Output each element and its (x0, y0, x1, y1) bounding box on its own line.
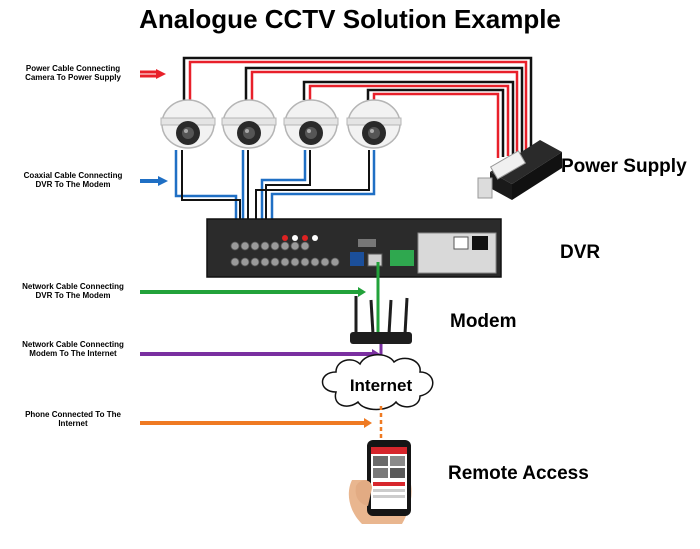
remote-access-label: Remote Access (448, 463, 589, 484)
legend-phone-text: Phone Connected To The Internet (14, 410, 132, 428)
camera-3 (283, 99, 339, 149)
dvr-bnc-ports (230, 241, 340, 267)
legend-coax-line2: DVR To The Modem (35, 180, 111, 189)
legend-network1-arrow (140, 287, 366, 297)
power-cables (182, 56, 533, 158)
camera-4 (346, 99, 402, 149)
legend-power-line1: Power Cable Connecting (25, 64, 121, 73)
camera-1 (160, 99, 216, 149)
legend-phone-line2: Internet (58, 419, 88, 428)
legend-network2-line1: Network Cable Connecting (22, 340, 124, 349)
dvr-device (206, 218, 502, 278)
dvr-rca-ports (282, 235, 318, 241)
legend-coax-text: Coaxial Cable Connecting DVR To The Mode… (14, 171, 132, 189)
diagram-title: Analogue CCTV Solution Example (139, 4, 561, 34)
legend-network2-text: Network Cable Connecting Modem To The In… (12, 340, 134, 358)
legend-power-line2: Camera To Power Supply (25, 73, 121, 82)
camera-2 (221, 99, 277, 149)
internet-cloud (321, 354, 434, 411)
legend-network1-text: Network Cable Connecting DVR To The Mode… (12, 282, 134, 300)
legend-power-arrow (140, 69, 166, 79)
legend-power-text: Power Cable Connecting Camera To Power S… (14, 64, 132, 82)
modem-label: Modem (450, 311, 517, 332)
legend-network1-line2: DVR To The Modem (35, 291, 111, 300)
legend-phone-line1: Phone Connected To The (25, 410, 121, 419)
smartphone (348, 440, 412, 524)
modem-device (350, 296, 412, 344)
power-supply-label: Power Supply (561, 156, 687, 177)
coax-cables (174, 150, 376, 238)
legend-coax-line1: Coaxial Cable Connecting (23, 171, 123, 180)
dvr-label: DVR (560, 242, 601, 263)
internet-label: Internet (349, 376, 413, 395)
legend-coax-arrow (140, 176, 168, 186)
power-supply-device (477, 140, 562, 200)
legend-network2-line2: Modem To The Internet (29, 349, 117, 358)
legend-network1-line1: Network Cable Connecting (22, 282, 124, 291)
legend-phone-arrow (140, 418, 372, 428)
legend-network2-arrow (140, 349, 380, 359)
